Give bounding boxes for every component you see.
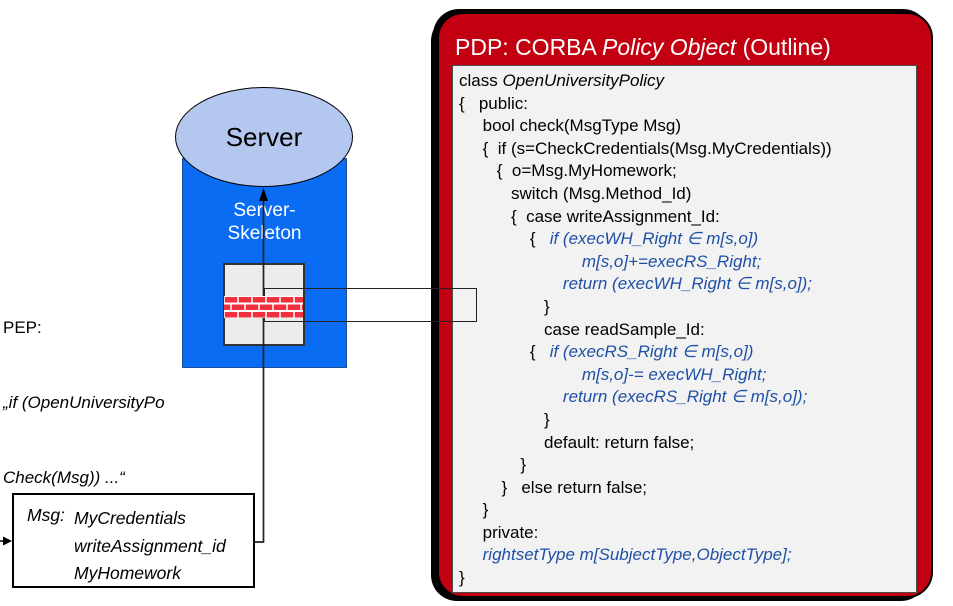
code-line: private: (459, 522, 539, 542)
code-line: return (execRS_Right ∈ m[s,o]); (562, 387, 808, 407)
code-line: } (459, 500, 489, 520)
code-line: return (execWH_Right ∈ m[s,o]); (562, 274, 813, 294)
msg-item: writeAssignment_id (74, 535, 226, 556)
code-line: default: return false; (459, 432, 695, 452)
server-label: Server (225, 121, 303, 152)
code-line: { case writeAssignment_Id: (459, 206, 720, 226)
code-line: class OpenUniversityPolicy (459, 71, 665, 90)
code-line: bool check(MsgType Msg) (459, 116, 682, 136)
code-line: case readSample_Id: (459, 319, 705, 339)
pdp-title-emphasis: Policy Object (601, 34, 737, 60)
msg-label: Msg: (27, 505, 65, 525)
pep-annotation: PEP: „if (OpenUniversityPolicy. Check(Ms… (3, 265, 193, 540)
code-line: { if (execRS_Right ∈ m[s,o]) (459, 342, 754, 362)
pdp-code-box: class OpenUniversityPolicy { public: bool… (452, 65, 917, 593)
code-line: { public: (459, 93, 528, 113)
code-line: } (459, 296, 550, 316)
code-line: switch (Msg.Method_Id) (459, 183, 692, 203)
code-line: m[s,o]-= execWH_Right; (581, 364, 767, 384)
code-line: } else return false; (459, 477, 648, 497)
code-line: m[s,o]+=execRS_Right; (581, 251, 762, 271)
pdp-title-suffix: (Outline) (736, 34, 831, 60)
pdp-panel: PDP: CORBA Policy Object (Outline) class… (437, 12, 933, 598)
msg-item: MyHomework (74, 563, 181, 583)
skeleton-label: Server-Skeleton (227, 200, 302, 244)
brick-wall-icon (224, 296, 303, 318)
pdp-title-prefix: PDP: CORBA (455, 34, 602, 60)
pep-heading: PEP: (3, 318, 42, 337)
code-line: } (459, 568, 465, 588)
pdp-title: PDP: CORBA Policy Object (Outline) (455, 34, 831, 61)
code-line: { if (s=CheckCredentials(Msg.MyCredentia… (459, 138, 832, 158)
code-line: rightsetType m[SubjectType,ObjectType]; (482, 545, 792, 565)
code-line: } (459, 409, 550, 429)
pep-quote-line2: Check(Msg)) ...“ (3, 468, 125, 487)
code-line: { o=Msg.MyHomework; (459, 161, 677, 181)
code-line: { if (execWH_Right ∈ m[s,o]) (459, 229, 759, 249)
server-ellipse: Server (175, 87, 353, 187)
pep-quote-line1: „if (OpenUniversityPolicy. (3, 393, 193, 412)
code-line: } (459, 455, 527, 475)
msg-item: MyCredentials (74, 508, 186, 528)
